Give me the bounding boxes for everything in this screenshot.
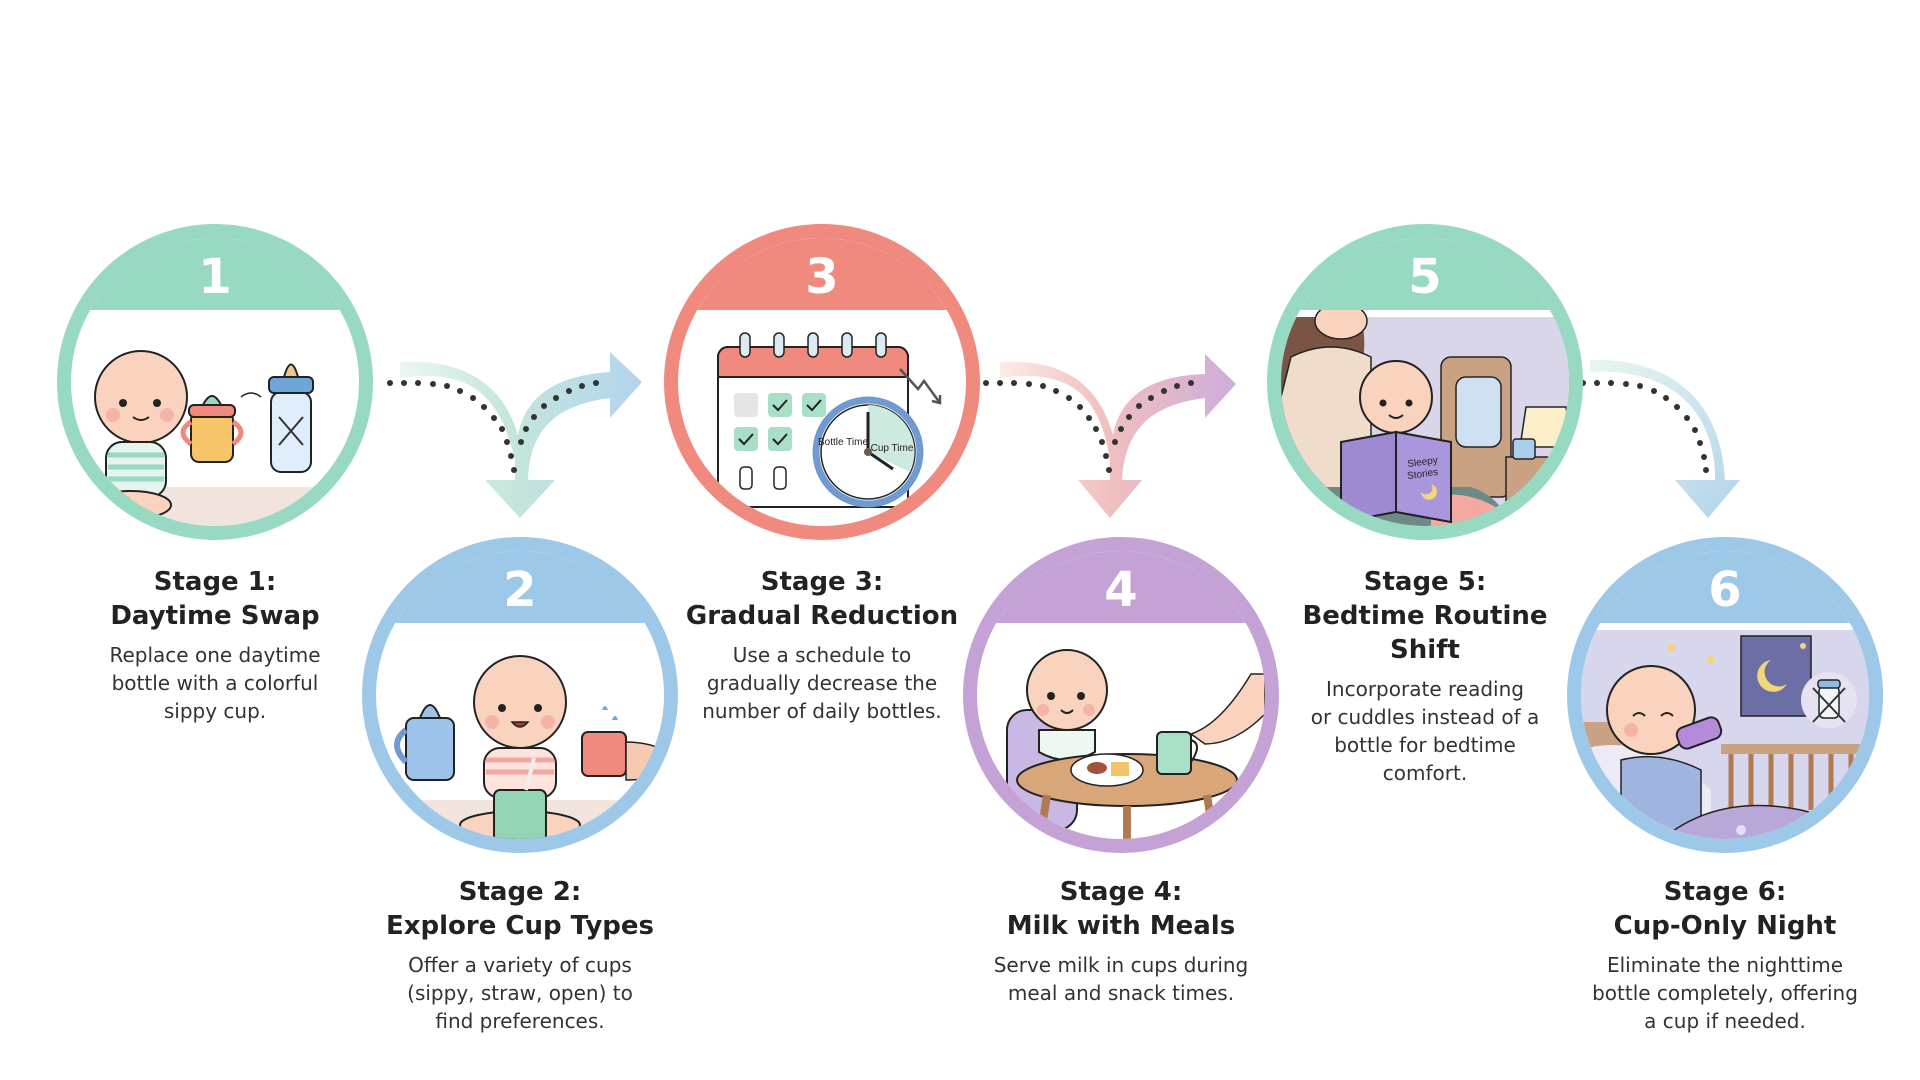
stage-4-text: Stage 4: Milk with Meals Serve milk in c… bbox=[961, 875, 1281, 1007]
stage-4-description: Serve milk in cups during meal and snack… bbox=[993, 953, 1249, 1005]
baby-high-chair-illustration bbox=[977, 623, 1265, 839]
bottle-time-label: Bottle Time bbox=[818, 437, 868, 448]
stage-6-number-band: 6 bbox=[1581, 551, 1869, 623]
connector-5-6 bbox=[1580, 360, 1740, 518]
stage-5-title: Bedtime Routine Shift bbox=[1302, 601, 1548, 665]
stage-2-description: Offer a variety of cups (sippy, straw, o… bbox=[407, 953, 633, 1033]
stage-2-text: Stage 2: Explore Cup Types Offer a varie… bbox=[360, 875, 680, 1035]
stage-2-circle: 2 bbox=[362, 537, 678, 853]
stage-1-circle: 1 bbox=[57, 224, 373, 540]
stage-3-circle: 3 Bottle Time Cup Time bbox=[664, 224, 980, 540]
stage-6-description: Eliminate the nighttime bottle completel… bbox=[1592, 953, 1858, 1033]
stage-5-label: Stage 5: bbox=[1363, 567, 1487, 597]
stage-2-title: Explore Cup Types bbox=[386, 911, 654, 941]
baby-sippy-cup-illustration bbox=[71, 310, 359, 526]
connector-1-2-3 bbox=[387, 352, 642, 518]
stage-2-number-band: 2 bbox=[376, 551, 664, 623]
connector-3-4-5 bbox=[983, 354, 1236, 518]
stage-6-number: 6 bbox=[1708, 562, 1742, 618]
stage-1-number-band: 1 bbox=[71, 238, 359, 310]
stage-5-number: 5 bbox=[1408, 249, 1442, 305]
stage-5-description: Incorporate reading or cuddles instead o… bbox=[1310, 677, 1540, 785]
stage-5-text: Stage 5: Bedtime Routine Shift Incorpora… bbox=[1265, 565, 1585, 787]
stage-3-label: Stage 3: bbox=[760, 567, 884, 597]
calendar-clock-illustration: Bottle Time Cup Time bbox=[678, 310, 966, 526]
baby-cup-types-illustration bbox=[376, 623, 664, 839]
stage-1-title: Daytime Swap bbox=[110, 601, 320, 631]
stage-2-number: 2 bbox=[503, 562, 537, 618]
stage-5-circle: 5 Sleepy Stories bbox=[1267, 224, 1583, 540]
stage-4-title: Milk with Meals bbox=[1006, 911, 1236, 941]
stage-1-number: 1 bbox=[198, 249, 232, 305]
stage-4-circle: 4 bbox=[963, 537, 1279, 853]
stage-3-text: Stage 3: Gradual Reduction Use a schedul… bbox=[662, 565, 982, 725]
svg-text:Sleepy: Sleepy bbox=[1407, 455, 1439, 470]
stage-4-number-band: 4 bbox=[977, 551, 1265, 623]
cup-time-label: Cup Time bbox=[871, 443, 914, 454]
baby-crib-cup-illustration bbox=[1581, 623, 1869, 839]
stage-1-text: Stage 1: Daytime Swap Replace one daytim… bbox=[55, 565, 375, 725]
stage-4-label: Stage 4: bbox=[1059, 877, 1183, 907]
stage-1-label: Stage 1: bbox=[153, 567, 277, 597]
stage-1-description: Replace one daytime bottle with a colorf… bbox=[109, 643, 321, 723]
stage-3-description: Use a schedule to gradually decrease the… bbox=[702, 643, 942, 723]
svg-text:Stories: Stories bbox=[1406, 467, 1438, 482]
stage-3-number: 3 bbox=[805, 249, 839, 305]
stage-3-title: Gradual Reduction bbox=[685, 601, 959, 631]
stage-2-label: Stage 2: bbox=[458, 877, 582, 907]
stage-6-label: Stage 6: bbox=[1663, 877, 1787, 907]
stage-3-number-band: 3 bbox=[678, 238, 966, 310]
stage-5-number-band: 5 bbox=[1281, 238, 1569, 310]
stage-6-circle: 6 bbox=[1567, 537, 1883, 853]
stage-4-number: 4 bbox=[1104, 562, 1138, 618]
stage-6-text: Stage 6: Cup-Only Night Eliminate the ni… bbox=[1565, 875, 1885, 1035]
bedtime-story-illustration: Sleepy Stories bbox=[1281, 310, 1569, 526]
stage-6-title: Cup-Only Night bbox=[1613, 911, 1837, 941]
